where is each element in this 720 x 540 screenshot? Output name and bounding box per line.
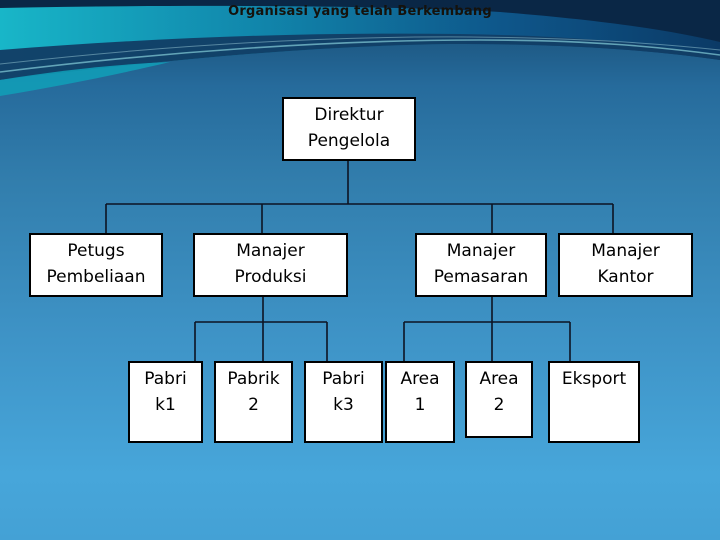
org-node-area2: Area 2 [465,361,533,438]
org-node-direktur-pengelola: Direktur Pengelola [282,97,416,161]
org-node-manajer-kantor: Manajer Kantor [558,233,693,297]
org-node-manajer-produksi: Manajer Produksi [193,233,348,297]
org-node-pabrik2: Pabrik 2 [214,361,293,443]
slide-title: Organisasi yang telah Berkembang [228,4,492,19]
org-node-pabrik1: Pabri k1 [128,361,203,443]
org-node-eksport: Eksport [548,361,640,443]
org-node-petugs-pembeliaan: Petugs Pembeliaan [29,233,163,297]
org-node-area1: Area 1 [385,361,455,443]
org-node-manajer-pemasaran: Manajer Pemasaran [415,233,547,297]
org-node-pabrik3: Pabri k3 [304,361,383,443]
